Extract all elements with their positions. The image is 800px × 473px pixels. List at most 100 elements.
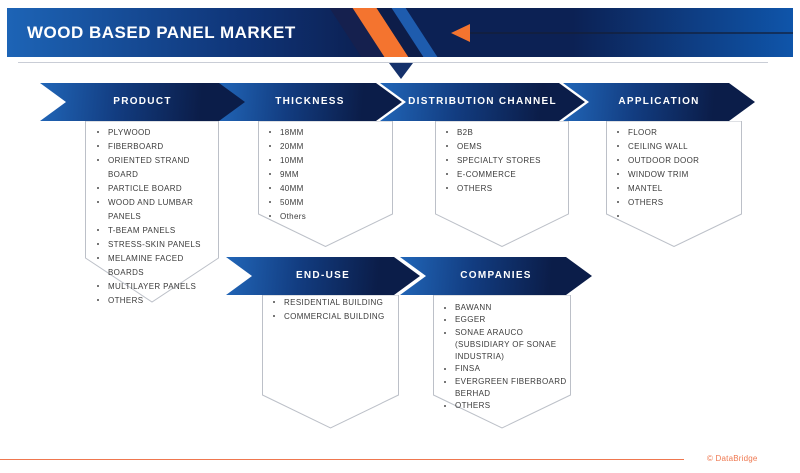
list-item: BAWANN xyxy=(441,302,567,314)
list-item-label: FINSA xyxy=(455,364,481,374)
list-item: Others xyxy=(266,210,388,224)
list-item-label: COMMERCIAL BUILDING xyxy=(284,312,385,321)
bullet-icon xyxy=(614,168,628,175)
bullet-icon xyxy=(94,238,108,245)
list-item: COMMERCIAL BUILDING xyxy=(270,310,396,324)
list-item: WOOD AND LUMBAR PANELS xyxy=(94,196,216,224)
list-item: B2B xyxy=(443,126,565,140)
list-item-label: STRESS-SKIN PANELS xyxy=(108,240,201,249)
bullet-icon xyxy=(443,126,457,133)
segment-list-application: FLOOR CEILING WALL OUTDOOR DOOR WINDOW TRIM… xyxy=(614,126,738,217)
list-item: 9MM xyxy=(266,168,388,182)
list-item: OTHERS xyxy=(441,400,567,412)
list-item: OEMS xyxy=(443,140,565,154)
list-item: E-COMMERCE xyxy=(443,168,565,182)
list-item-label: 18MM xyxy=(280,128,304,137)
segment-list-end-use: RESIDENTIAL BUILDING COMMERCIAL BUILDING xyxy=(270,296,396,324)
page-title: WOOD BASED PANEL MARKET xyxy=(27,23,296,42)
list-item-label: BAWANN xyxy=(455,303,492,312)
bullet-icon xyxy=(94,196,108,203)
list-item-label: SONAE ARAUCO (SUBSIDIARY OF SONAE INDUST… xyxy=(455,327,557,362)
bullet-icon xyxy=(441,327,455,334)
bullet-icon xyxy=(94,224,108,231)
list-item-label: 40MM xyxy=(280,184,304,193)
list-item: OUTDOOR DOOR xyxy=(614,154,738,168)
list-item-label: OEMS xyxy=(457,142,482,151)
bullet-icon xyxy=(441,314,455,321)
list-item: OTHERS xyxy=(443,182,565,196)
bullet-icon xyxy=(94,252,108,259)
list-item: 10MM xyxy=(266,154,388,168)
list-item-label: RESIDENTIAL BUILDING xyxy=(284,298,384,307)
list-item-label: FLOOR xyxy=(628,128,658,137)
list-item-label: PARTICLE BOARD xyxy=(108,184,182,193)
panel-shape-distribution-channel xyxy=(435,121,569,247)
list-item-label: 50MM xyxy=(280,198,304,207)
bullet-icon xyxy=(270,296,284,303)
bullet-icon xyxy=(443,154,457,161)
list-item-label: 20MM xyxy=(280,142,304,151)
list-item-label: MULTILAYER PANELS xyxy=(108,282,197,291)
list-item-label: B2B xyxy=(457,128,474,137)
segment-header-end-use: END-USE xyxy=(226,257,420,295)
bullet-icon xyxy=(443,140,457,147)
list-item: MULTILAYER PANELS xyxy=(94,280,216,294)
list-item: FINSA xyxy=(441,363,567,375)
segment-list-distribution-channel: B2B OEMS SPECIALTY STORES E-COMMERCE OTHERS xyxy=(443,126,565,196)
list-item: EVERGREEN FIBERBOARD BERHAD xyxy=(441,376,567,401)
panel-shape-companies xyxy=(433,295,571,429)
pointer-triangle-icon xyxy=(389,63,413,79)
list-item-label: OTHERS xyxy=(108,296,144,305)
bullet-icon xyxy=(270,310,284,317)
bullet-icon xyxy=(614,182,628,189)
list-item-label: EVERGREEN FIBERBOARD BERHAD xyxy=(455,376,567,399)
list-item-label: OUTDOOR DOOR xyxy=(628,156,700,165)
list-item: ORIENTED STRAND BOARD xyxy=(94,154,216,182)
segment-header-thickness: THICKNESS xyxy=(218,83,402,121)
bullet-icon xyxy=(441,363,455,370)
list-item-label: WINDOW TRIM xyxy=(628,170,689,179)
bullet-icon xyxy=(94,154,108,161)
bullet-icon xyxy=(94,126,108,133)
list-item: SPECIALTY STORES xyxy=(443,154,565,168)
bullet-icon xyxy=(94,182,108,189)
panel-shape-product xyxy=(85,121,219,303)
bullet-icon xyxy=(441,400,455,407)
brand-credit: © DataBridge xyxy=(707,454,758,463)
list-item xyxy=(614,210,738,217)
list-item: 50MM xyxy=(266,196,388,210)
list-item: PLYWOOD xyxy=(94,126,216,140)
list-item-label: T-BEAM PANELS xyxy=(108,226,176,235)
list-item-label: WOOD AND LUMBAR PANELS xyxy=(108,198,194,221)
list-item-label: Others xyxy=(280,212,307,221)
bullet-icon xyxy=(614,140,628,147)
list-item: RESIDENTIAL BUILDING xyxy=(270,296,396,310)
segment-header-product: PRODUCT xyxy=(40,83,245,121)
list-item-label: CEILING WALL xyxy=(628,142,688,151)
list-item-label: EGGER xyxy=(455,315,486,325)
bullet-icon xyxy=(94,294,108,301)
list-item-label: OTHERS xyxy=(457,184,493,193)
bullet-icon xyxy=(94,280,108,287)
list-item-label: SPECIALTY STORES xyxy=(457,156,541,165)
list-item-label: 9MM xyxy=(280,170,299,179)
bullet-icon xyxy=(266,126,280,133)
bullet-icon xyxy=(441,302,455,309)
bullet-icon xyxy=(443,168,457,175)
panel-shape-thickness xyxy=(258,121,393,247)
list-item-label: OTHERS xyxy=(455,401,491,411)
list-item-label: OTHERS xyxy=(628,198,664,207)
list-item: 40MM xyxy=(266,182,388,196)
list-item-label: ORIENTED STRAND BOARD xyxy=(108,156,190,179)
list-item: 20MM xyxy=(266,140,388,154)
bullet-icon xyxy=(614,154,628,161)
list-item: PARTICLE BOARD xyxy=(94,182,216,196)
footer-divider xyxy=(0,459,684,460)
bullet-icon xyxy=(614,196,628,203)
list-item-label: E-COMMERCE xyxy=(457,170,517,179)
segment-header-companies: COMPANIES xyxy=(400,257,592,295)
bullet-icon xyxy=(266,168,280,175)
list-item: 18MM xyxy=(266,126,388,140)
